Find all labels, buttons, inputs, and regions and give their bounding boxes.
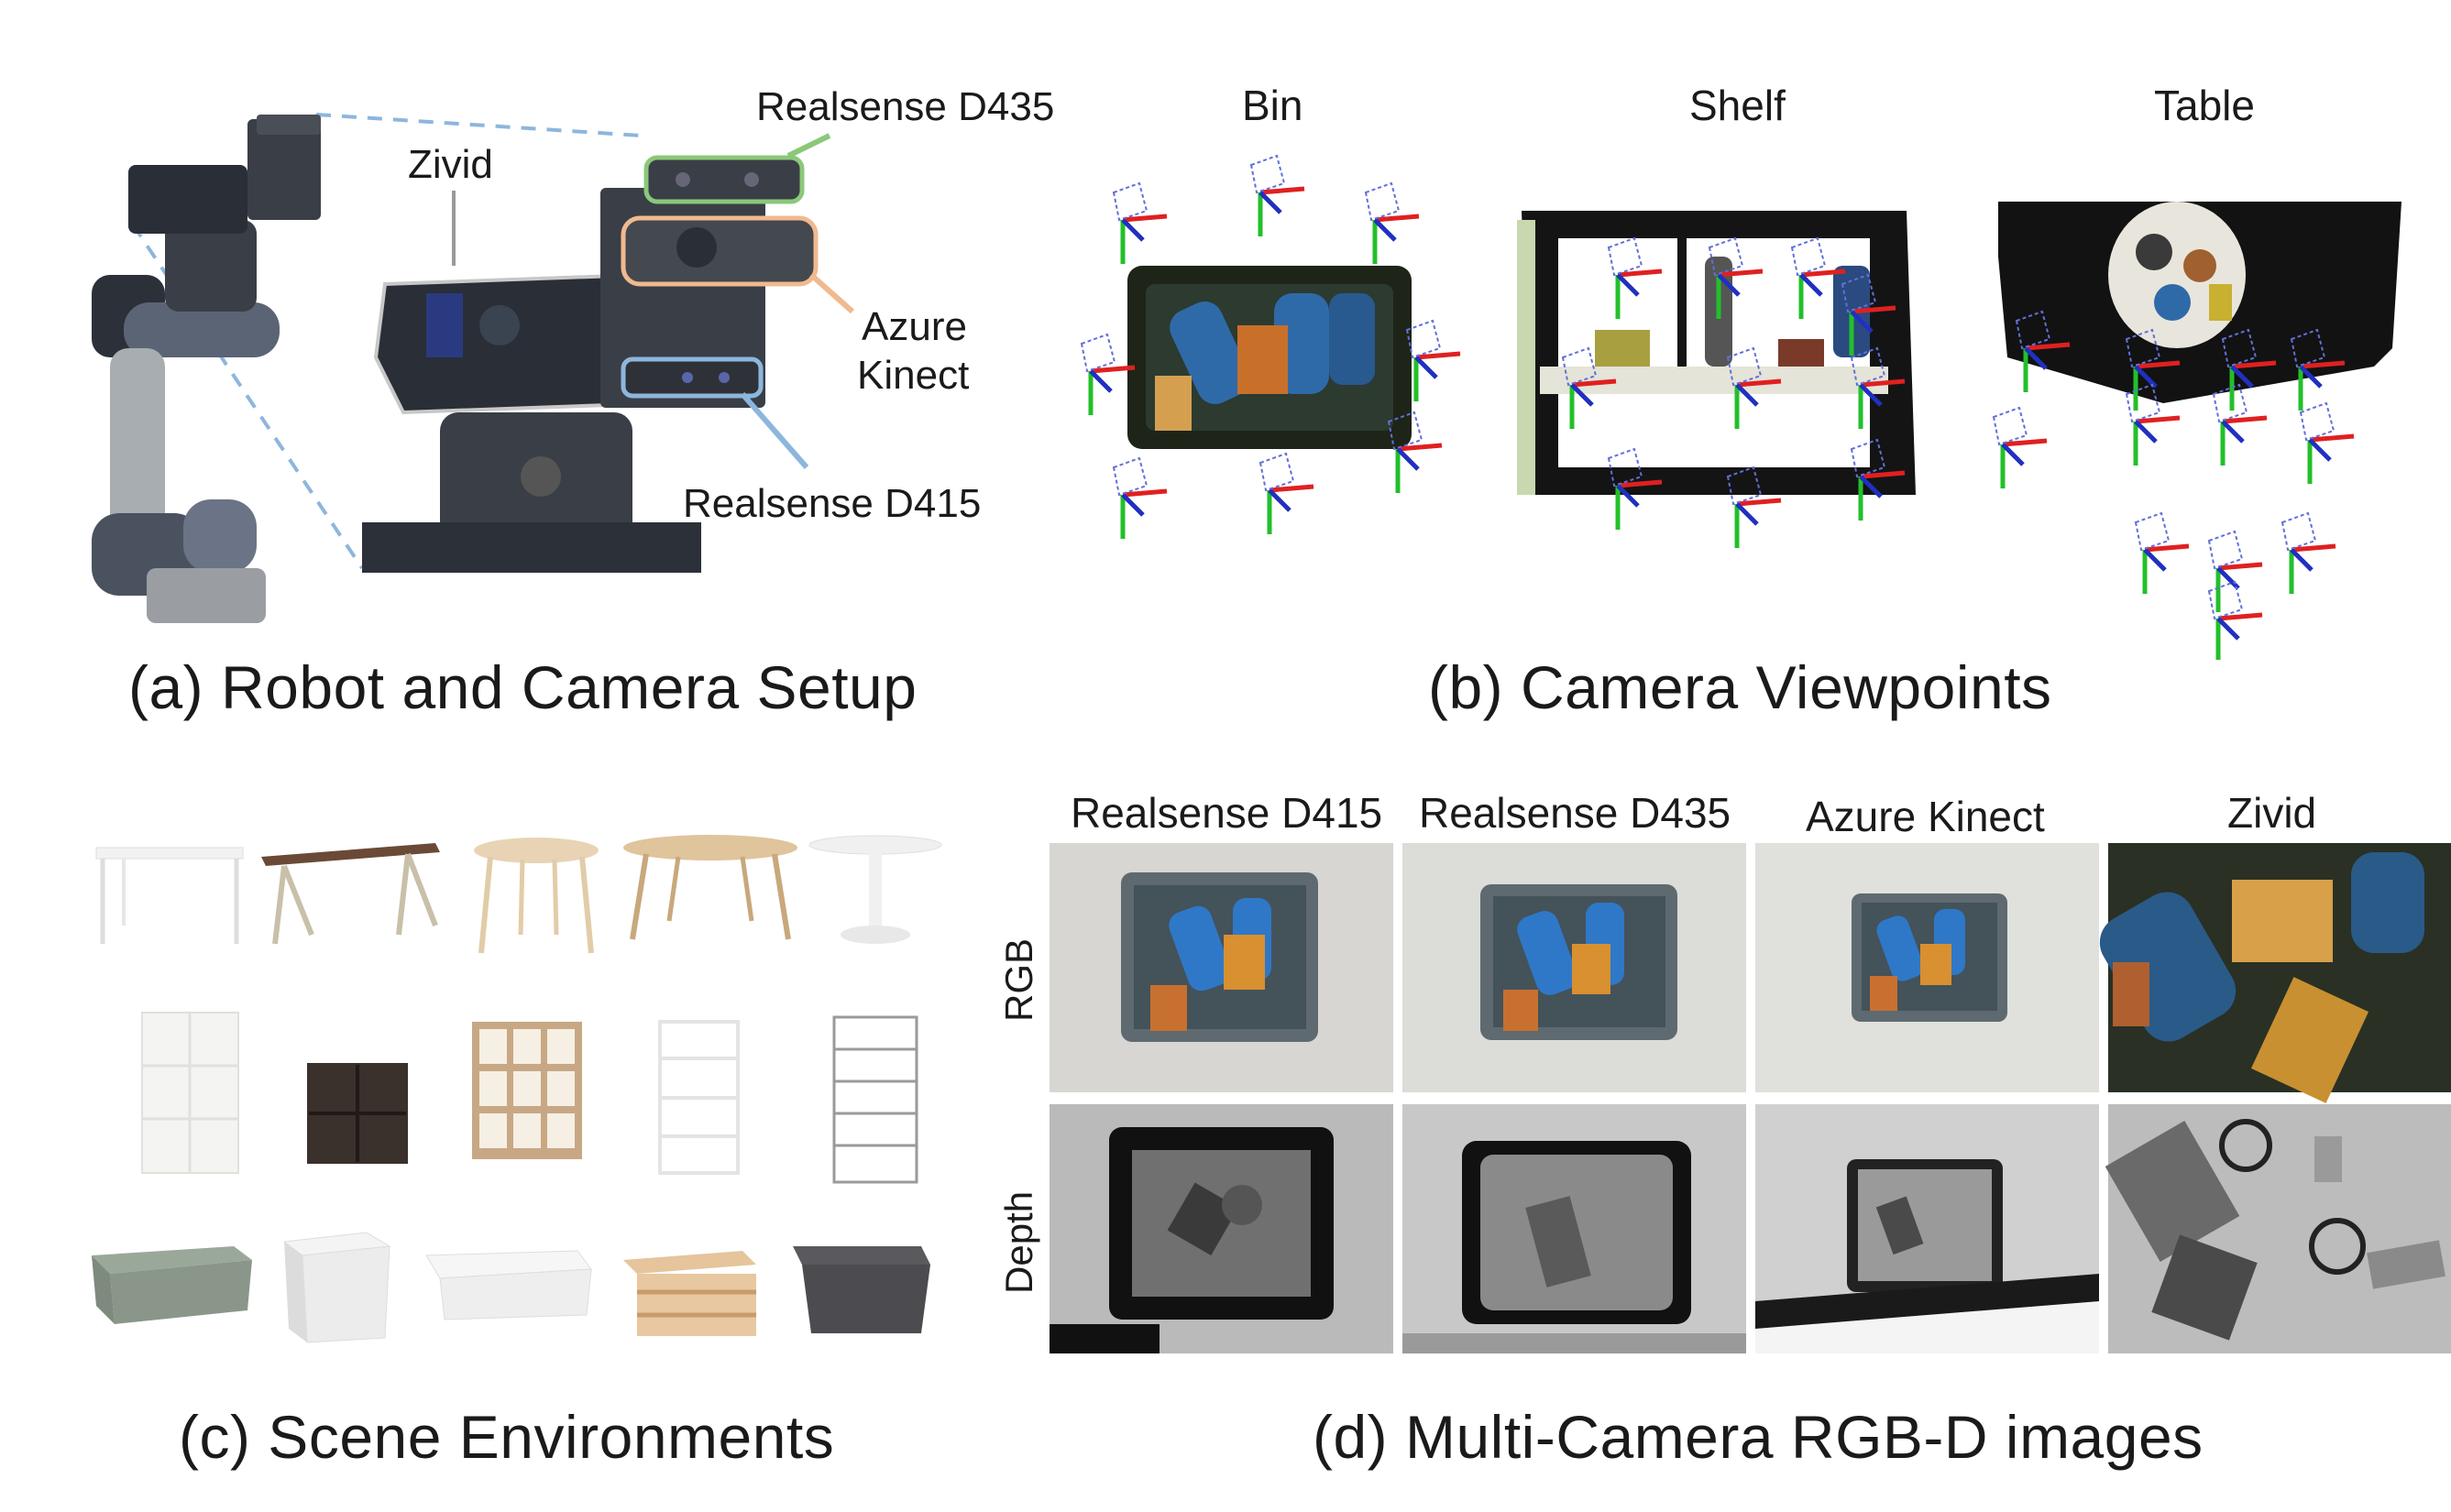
shelf-wood-cube [472,1022,582,1159]
rgb-image-zivid [2099,843,2451,1103]
table-oval-wood [623,835,797,940]
table-round-pedestal [808,835,942,944]
rgbd-image-grid [1050,843,2451,1353]
caption-a: (a) Robot and Camera Setup [128,653,918,721]
d435-leader-line [786,133,831,159]
panel-a: Zivid Realsense D435 Azure Kinect Realse… [0,0,1082,751]
box-wooden-crate [623,1251,756,1336]
shelf-white-open [658,1020,740,1175]
label-zivid: Zivid [408,142,493,187]
scene-environments-grid [92,835,942,1343]
caption-d: (d) Multi-Camera RGB-D images [1313,1403,2204,1471]
row-label-depth: Depth [997,1190,1040,1294]
depth-image-azure-kinect [1755,1104,2099,1353]
camera-rig-zoomed [362,155,819,573]
caption-c: (c) Scene Environments [179,1403,835,1471]
shelf-white-cube [141,1012,239,1174]
label-kinect: Kinect [857,353,970,398]
rgb-image-d435 [1402,843,1746,1092]
camera-header-azure-kinect: Azure Kinect [1806,793,2045,840]
shelf-dark-cube [307,1063,408,1164]
depth-image-d435 [1402,1104,1746,1353]
bin-scene [1127,266,1412,449]
d415-leader-line [740,392,809,469]
scene-label-table: Table [2154,82,2255,129]
camera-header-d415: Realsense D415 [1071,789,1383,837]
caption-b: (b) Camera Viewpoints [1428,653,2052,721]
label-realsense-d435: Realsense D435 [756,84,1055,129]
shelf-wire-metal [832,1015,918,1184]
camera-header-d435: Realsense D435 [1419,789,1731,837]
table-white-rect [95,847,244,944]
box-clear-plastic [425,1250,592,1320]
row-label-rgb: RGB [997,937,1040,1022]
table-scene [1998,202,2402,403]
label-realsense-d415: Realsense D415 [683,481,982,526]
table-round-wood [474,838,599,954]
box-white-lidded [282,1232,391,1343]
depth-image-zivid [2105,1104,2451,1353]
depth-image-d415 [1050,1104,1393,1353]
camera-header-zivid: Zivid [2227,789,2317,837]
table-brown-trestle [261,843,440,945]
scene-label-bin: Bin [1242,82,1303,129]
robot-arm-small [92,115,321,623]
box-grey-fabric [793,1246,930,1333]
label-azure: Azure [862,304,967,349]
scene-label-shelf: Shelf [1689,82,1786,129]
box-green-grey [92,1246,252,1324]
camera-viewpoints-figure [1054,147,2402,660]
rgb-image-azure-kinect [1755,843,2099,1092]
rgb-image-d415 [1050,843,1393,1092]
kinect-leader-line [809,272,854,314]
robot-camera-illustration [92,113,854,623]
